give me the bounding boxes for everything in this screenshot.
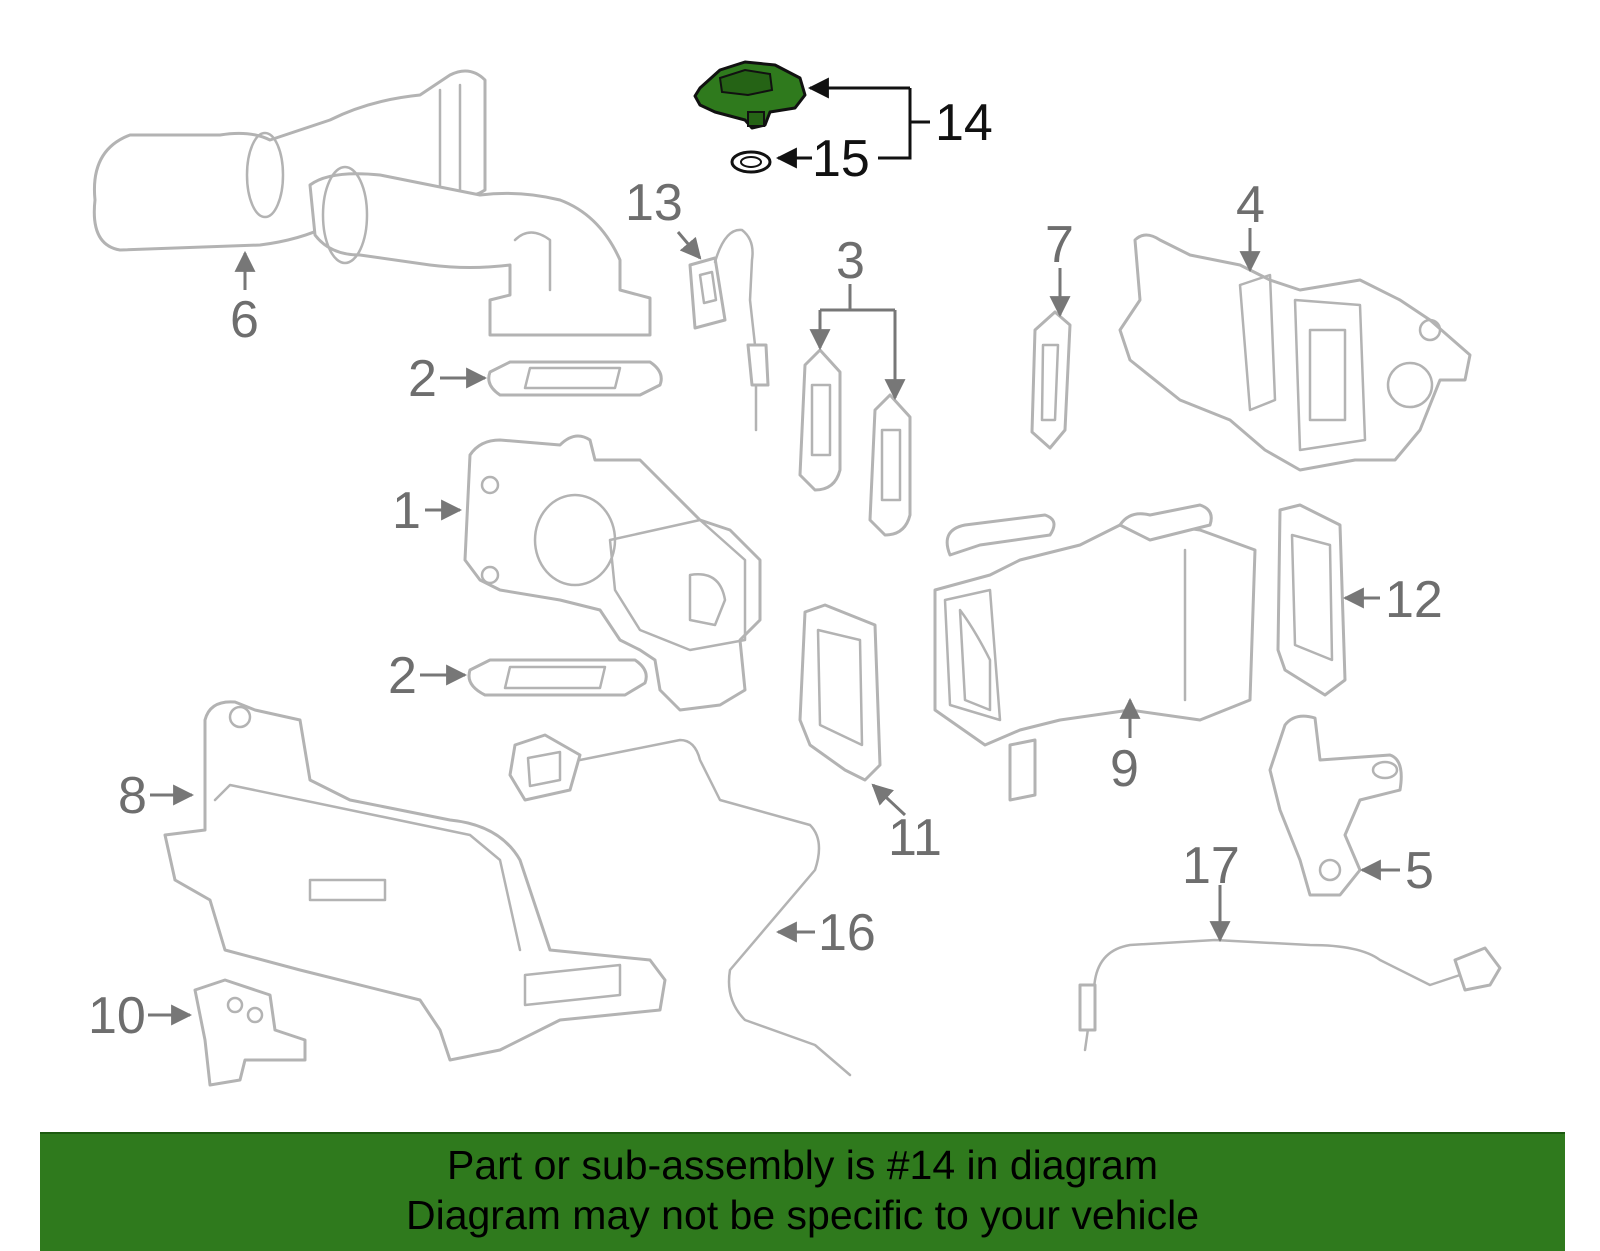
part-13-temperature-sensor[interactable]	[688, 228, 770, 432]
part-12-gasket[interactable]	[1276, 503, 1347, 697]
part-14-pressure-sensor-highlighted[interactable]	[693, 60, 807, 130]
part-8-egr-cooler[interactable]	[163, 700, 667, 1062]
callout-13: 13	[625, 174, 683, 232]
part-2-gasket-lower[interactable]	[467, 658, 648, 697]
part-10-bracket[interactable]	[193, 978, 307, 1087]
callout-2-upper: 2	[408, 350, 437, 408]
info-banner: Part or sub-assembly is #14 in diagram D…	[40, 1132, 1565, 1251]
callout-5: 5	[1405, 842, 1434, 900]
callout-7: 7	[1045, 216, 1074, 274]
part-11-gasket[interactable]	[798, 603, 882, 782]
part-16-pressure-sensor[interactable]	[508, 733, 852, 1077]
callout-1: 1	[392, 482, 421, 540]
leader-lines	[148, 77, 1400, 1026]
callout-11: 11	[888, 809, 942, 867]
part-9-egr-cooler[interactable]	[933, 503, 1257, 802]
callout-9: 9	[1110, 740, 1139, 798]
part-15-o-ring[interactable]	[730, 150, 772, 174]
part-6-intake-tube[interactable]	[92, 69, 652, 337]
banner-line-part-number: Part or sub-assembly is #14 in diagram	[447, 1142, 1158, 1188]
part-3-gasket-b[interactable]	[868, 393, 912, 537]
callout-labels: 6 2 2 1 13 3 7 4 12 9 11 5 17 8 10 16 14…	[88, 94, 1443, 1045]
callout-6: 6	[230, 291, 259, 349]
callout-4: 4	[1236, 176, 1265, 234]
banner-line-disclaimer: Diagram may not be specific to your vehi…	[405, 1192, 1199, 1238]
callout-17: 17	[1182, 837, 1240, 895]
callout-16: 16	[818, 904, 876, 962]
callout-10: 10	[88, 987, 146, 1045]
callout-14: 14	[935, 94, 993, 152]
part-17-temperature-sensor[interactable]	[1078, 938, 1502, 1052]
callout-8: 8	[118, 767, 147, 825]
callout-12: 12	[1385, 571, 1443, 629]
part-1-egr-valve[interactable]	[463, 434, 762, 712]
part-4-egr-cooler-valve[interactable]	[1118, 233, 1472, 472]
part-2-gasket-upper[interactable]	[487, 360, 663, 397]
callout-2-lower: 2	[388, 647, 417, 705]
part-5-bracket[interactable]	[1268, 714, 1403, 897]
part-7-gasket[interactable]	[1030, 310, 1072, 450]
part-3-gasket-a[interactable]	[798, 348, 842, 492]
callout-15: 15	[812, 130, 870, 188]
callout-3: 3	[836, 232, 865, 290]
